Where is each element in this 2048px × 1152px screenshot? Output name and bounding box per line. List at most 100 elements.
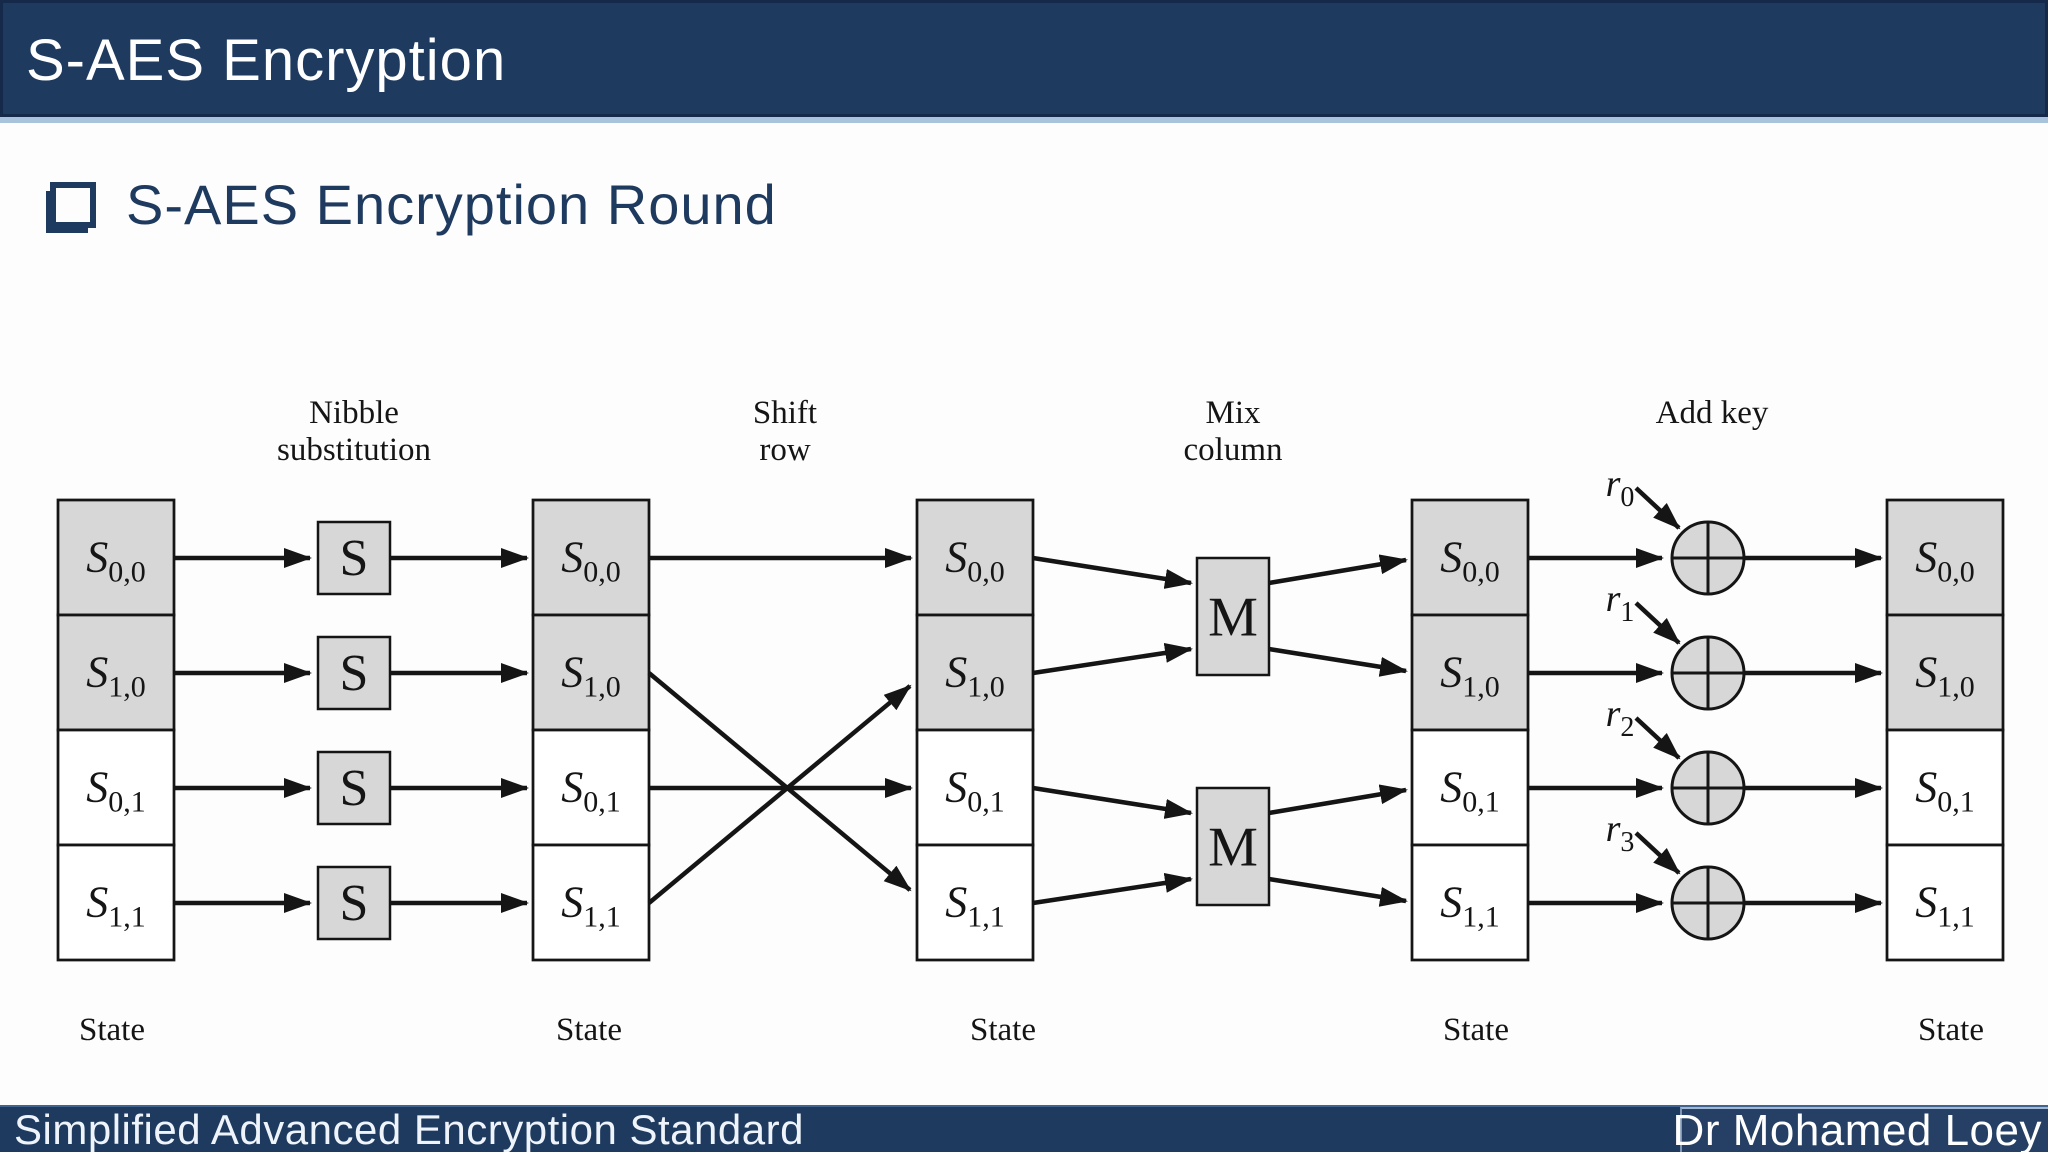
state-cell — [531, 843, 651, 962]
mbox-1: M — [1195, 786, 1271, 907]
footer-author: Dr Mohamed Loey — [1672, 1106, 2042, 1152]
flow-arrow — [1032, 555, 1193, 589]
state-cell — [531, 498, 651, 617]
state-cell — [56, 728, 176, 847]
round-key-arrow — [1634, 831, 1681, 875]
square-bullet-icon — [50, 181, 96, 228]
xor-gate-0: r0 — [1606, 463, 1746, 596]
stage-label-line: column — [1184, 432, 1283, 468]
section-title: S-AES Encryption Round — [126, 173, 777, 236]
state-caption: State — [1918, 1012, 1984, 1048]
state-cell-label: S1,0 — [945, 648, 1005, 704]
round-key-label: r2 — [1606, 693, 1635, 743]
state-cell — [1885, 843, 2005, 962]
state-cell-label: S1,1 — [945, 878, 1005, 934]
stage-label-line: substitution — [277, 432, 431, 468]
state-cell — [915, 843, 1035, 962]
state-cell — [1885, 613, 2005, 732]
round-key-arrow — [1634, 486, 1681, 530]
sbox-rect — [316, 750, 392, 826]
page-title: S-AES Encryption — [26, 28, 507, 93]
flow-arrow — [647, 684, 912, 905]
state-cell — [1885, 498, 2005, 617]
sbox-letter: S — [340, 530, 369, 587]
stage-label-line: row — [759, 432, 810, 468]
sbox-letter: S — [340, 645, 369, 702]
state-cell-label: S1,0 — [1915, 648, 1975, 704]
flow-arrow — [1032, 785, 1193, 819]
round-key-label: r1 — [1606, 578, 1635, 628]
state-caption: State — [1443, 1012, 1509, 1048]
mbox-letter: M — [1208, 817, 1258, 879]
mbox-rect — [1195, 786, 1271, 907]
sbox-1: S — [316, 635, 392, 711]
state-cell-label: S0,1 — [1440, 763, 1500, 819]
state-cell — [1410, 843, 1530, 962]
xor-gate-2: r2 — [1606, 693, 1746, 826]
sbox-letter: S — [340, 875, 369, 932]
stage-label-line: Shift — [753, 395, 817, 431]
state-caption: State — [79, 1012, 145, 1048]
round-key-label: r3 — [1606, 808, 1635, 858]
xor-gate-1: r1 — [1606, 578, 1746, 711]
state-cell-label: S0,1 — [1915, 763, 1975, 819]
flow-arrow — [1032, 643, 1193, 676]
state-cell-label: S1,0 — [86, 648, 146, 704]
state-cell — [1410, 613, 1530, 732]
state-cell — [915, 498, 1035, 617]
state-cell — [915, 613, 1035, 732]
state-cell-label: S0,1 — [945, 763, 1005, 819]
state-cell — [56, 498, 176, 617]
state-cell-label: S1,1 — [561, 878, 621, 934]
state-cell-label: S0,0 — [561, 533, 621, 589]
state-cell-label: S0,0 — [1440, 533, 1500, 589]
mbox-0: M — [1195, 556, 1271, 677]
sbox-3: S — [316, 865, 392, 941]
state-caption: State — [556, 1012, 622, 1048]
state-cell — [1410, 498, 1530, 617]
stage-label-line: Add key — [1656, 395, 1769, 431]
flow-arrow — [1268, 784, 1408, 816]
mbox-rect — [1195, 556, 1271, 677]
header-separator — [0, 117, 2048, 123]
flow-arrow — [647, 671, 912, 892]
state-cell-label: S1,1 — [1440, 878, 1500, 934]
state-cell-label: S0,1 — [86, 763, 146, 819]
stage-label-4: Add key — [1656, 395, 1769, 431]
stage-label-line: Mix — [1205, 395, 1261, 431]
footer-subtitle: Simplified Advanced Encryption Standard — [14, 1106, 804, 1152]
bullet-title-row: S-AES Encryption Round — [44, 172, 777, 237]
state-cell-label: S1,0 — [561, 648, 621, 704]
state-cell-label: S1,1 — [1915, 878, 1975, 934]
sbox-2: S — [316, 750, 392, 826]
state-cell-label: S0,0 — [945, 533, 1005, 589]
flow-arrow — [1268, 554, 1408, 586]
flow-arrow — [1268, 876, 1408, 907]
state-cell — [56, 843, 176, 962]
footer-author-box: Dr Mohamed Loey — [1673, 1107, 2048, 1152]
sbox-rect — [316, 865, 392, 941]
round-key-label: r0 — [1606, 463, 1635, 513]
round-key-arrow — [1634, 601, 1681, 645]
header-bar: S-AES Encryption — [0, 0, 2048, 117]
flow-arrow — [1032, 873, 1193, 906]
sbox-rect — [316, 520, 392, 596]
stage-label-line: Nibble — [309, 395, 399, 431]
state-cell-label: S1,0 — [1440, 648, 1500, 704]
mbox-letter: M — [1208, 587, 1258, 649]
state-cell — [915, 728, 1035, 847]
flow-arrow — [1268, 646, 1408, 677]
xor-gate-3: r3 — [1606, 808, 1746, 941]
footer-bar: Simplified Advanced Encryption Standard … — [0, 1105, 2048, 1152]
state-cell-label: S0,0 — [1915, 533, 1975, 589]
state-cell-label: S0,0 — [86, 533, 146, 589]
